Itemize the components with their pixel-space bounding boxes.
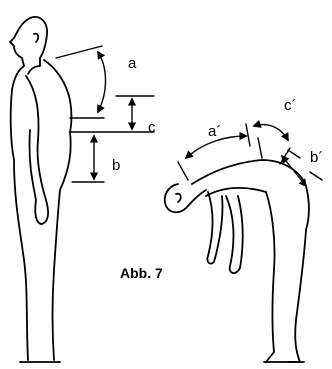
marker-b2-bottom-tick <box>310 172 322 180</box>
standing-arm <box>26 76 48 224</box>
standing-face <box>10 18 30 90</box>
bending-head <box>165 184 206 212</box>
bending-leg-back <box>288 230 306 362</box>
marker-c2-arc <box>254 125 288 140</box>
bending-measurements: a´ c´ b´ <box>178 97 323 186</box>
figure-caption: Abb. 7 <box>120 265 163 281</box>
label-a: a <box>128 55 137 72</box>
marker-a2-left-tick <box>178 162 188 180</box>
label-c: c <box>148 119 156 136</box>
marker-b2-arrow <box>282 156 306 186</box>
standing-head <box>28 17 47 74</box>
bending-belly <box>206 188 266 196</box>
marker-a-arc <box>98 52 106 112</box>
label-b-prime: b´ <box>310 149 323 166</box>
label-b: b <box>112 157 120 174</box>
bending-figure <box>165 160 309 362</box>
marker-b2-top-tick <box>288 150 300 158</box>
bending-leg-front <box>266 192 275 362</box>
bending-arm-left <box>207 192 222 264</box>
marker-a2-right-tick <box>246 124 250 146</box>
bending-ear <box>176 194 181 202</box>
standing-figure <box>10 17 72 362</box>
label-c-prime: c´ <box>284 97 297 114</box>
label-a-prime: a´ <box>208 123 221 140</box>
bending-arm-right <box>226 196 243 273</box>
standing-front <box>11 90 28 360</box>
standing-ear <box>34 34 38 42</box>
marker-c2-left-tick <box>258 138 262 158</box>
marker-a-top-line <box>56 46 102 58</box>
